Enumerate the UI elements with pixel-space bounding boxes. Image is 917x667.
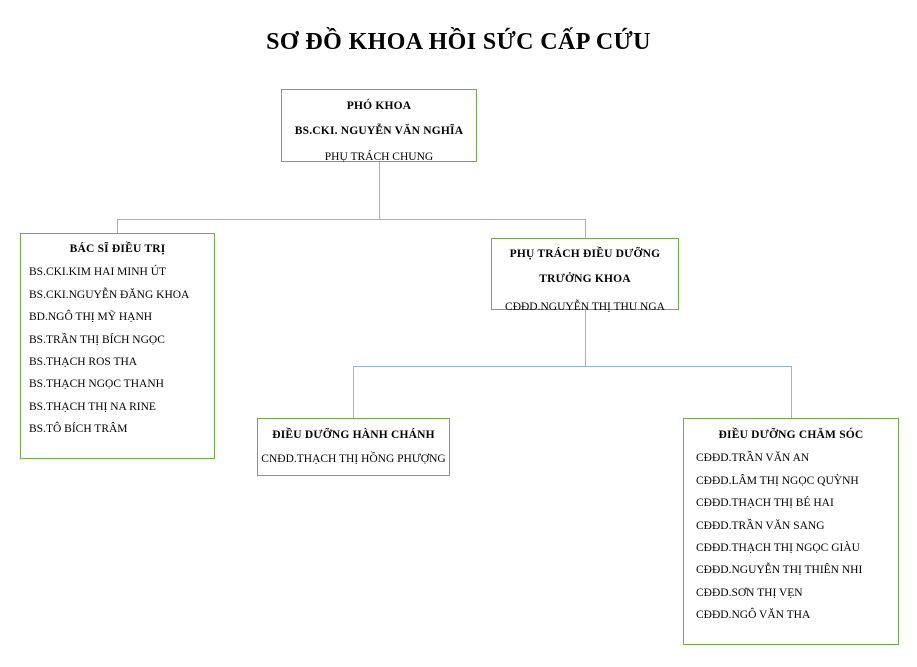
connector-tier2-horizontal <box>353 366 791 367</box>
list-item: CĐĐD.THẠCH THỊ NGỌC GIÀU <box>696 541 860 554</box>
node-head-title: PHÓ KHOA <box>346 100 412 112</box>
connector-to-care-nursing <box>791 366 792 418</box>
node-admin-nursing-name: CNĐD.THẠCH THỊ HỒNG PHƯỢNG <box>261 453 446 466</box>
node-head-nurse[interactable]: PHỤ TRÁCH ĐIỀU DƯỠNG TRƯỞNG KHOA CĐĐD.NG… <box>491 238 679 313</box>
node-head-role: PHỤ TRÁCH CHUNG <box>324 150 434 163</box>
node-treating-doctors[interactable]: BÁC SĨ ĐIỀU TRỊ BS.CKI.KIM HAI MINH ÚT B… <box>20 233 215 459</box>
list-item: CĐĐD.TRẦN VĂN AN <box>696 452 810 465</box>
list-item: CĐĐD.LÂM THỊ NGỌC QUỲNH <box>696 474 859 487</box>
list-item: BS.TÔ BÍCH TRÂM <box>29 423 128 435</box>
list-item: CĐĐD.TRẦN VĂN SANG <box>696 519 825 532</box>
list-item: CĐĐD.SƠN THỊ VẸN <box>696 586 803 599</box>
node-care-nursing-title: ĐIỀU DƯỠNG CHĂM SÓC <box>718 429 864 441</box>
node-head-nurse-title-line1: PHỤ TRÁCH ĐIỀU DƯỠNG <box>509 248 661 260</box>
node-care-nursing-list: CĐĐD.TRẦN VĂN AN CĐĐD.LÂM THỊ NGỌC QUỲNH… <box>684 451 898 622</box>
list-item: BS.CKI.KIM HAI MINH ÚT <box>29 266 167 279</box>
connector-to-doctors <box>117 219 118 233</box>
connector-nursing-stem <box>585 310 586 366</box>
node-care-nursing[interactable]: ĐIỀU DƯỠNG CHĂM SÓC CĐĐD.TRẦN VĂN AN CĐĐ… <box>683 418 899 645</box>
list-item: BS.CKI.NGUYỄN ĐĂNG KHOA <box>29 288 190 301</box>
node-administrative-nursing[interactable]: ĐIỀU DƯỠNG HÀNH CHÁNH CNĐD.THẠCH THỊ HỒN… <box>257 418 450 476</box>
list-item: BS.THẠCH ROS THA <box>29 355 138 368</box>
list-item: BS.TRẦN THỊ BÍCH NGỌC <box>29 333 165 346</box>
node-admin-nursing-title: ĐIỀU DƯỠNG HÀNH CHÁNH <box>272 429 435 441</box>
connector-tier1-horizontal <box>117 219 585 220</box>
node-head-name: BS.CKI. NGUYỄN VĂN NGHĨA <box>294 125 464 138</box>
page-title: SƠ ĐỒ KHOA HỒI SỨC CẤP CỨU <box>266 29 651 55</box>
node-head-nurse-name: CĐĐD.NGUYỄN THỊ THU NGA <box>505 300 665 313</box>
node-doctors-title: BÁC SĨ ĐIỀU TRỊ <box>69 243 166 255</box>
list-item: BD.NGÔ THỊ MỸ HẠNH <box>29 311 153 324</box>
node-head-of-department[interactable]: PHÓ KHOA BS.CKI. NGUYỄN VĂN NGHĨA PHỤ TR… <box>281 89 477 163</box>
list-item: CĐĐD.NGUYỄN THỊ THIÊN NHI <box>696 564 863 577</box>
connector-head-stem <box>379 162 380 219</box>
list-item: CĐĐD.THẠCH THỊ BÉ HAI <box>696 497 834 510</box>
connector-to-nursing-head <box>585 219 586 238</box>
list-item: BS.THẠCH NGỌC THANH <box>29 378 164 391</box>
node-head-nurse-title-line2: TRƯỞNG KHOA <box>539 273 631 286</box>
node-doctors-list: BS.CKI.KIM HAI MINH ÚT BS.CKI.NGUYỄN ĐĂN… <box>21 265 214 436</box>
list-item: CĐĐD.NGÔ VĂN THA <box>696 609 811 621</box>
list-item: BS.THẠCH THỊ NA RINE <box>29 400 156 413</box>
connector-to-admin-nursing <box>353 366 354 418</box>
